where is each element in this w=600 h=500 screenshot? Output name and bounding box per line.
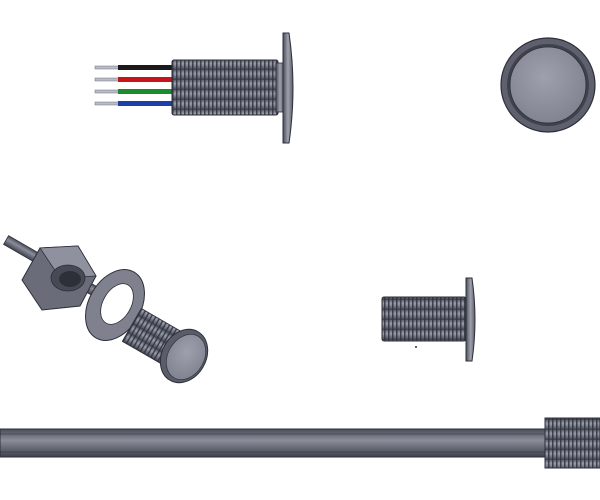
front-view [500, 37, 596, 133]
long-rod [0, 428, 551, 458]
side-view-with-wires [94, 32, 294, 144]
center-mark [415, 346, 417, 348]
wire-blue [118, 101, 173, 106]
wire-pins [94, 65, 121, 106]
flange [282, 32, 294, 144]
threaded-body-iso [121, 307, 209, 384]
wire-green [118, 89, 173, 94]
wire-red [118, 77, 173, 82]
hex-nut [21, 245, 97, 311]
washer [85, 269, 145, 341]
bottom-long-section [0, 417, 600, 469]
threaded-body-small [381, 296, 467, 342]
threaded-body [171, 59, 279, 116]
flange-small [465, 277, 476, 362]
threaded-end [544, 417, 600, 469]
wire-black [118, 65, 173, 70]
exploded-isometric-view [3, 235, 209, 384]
side-view-body [381, 277, 476, 362]
